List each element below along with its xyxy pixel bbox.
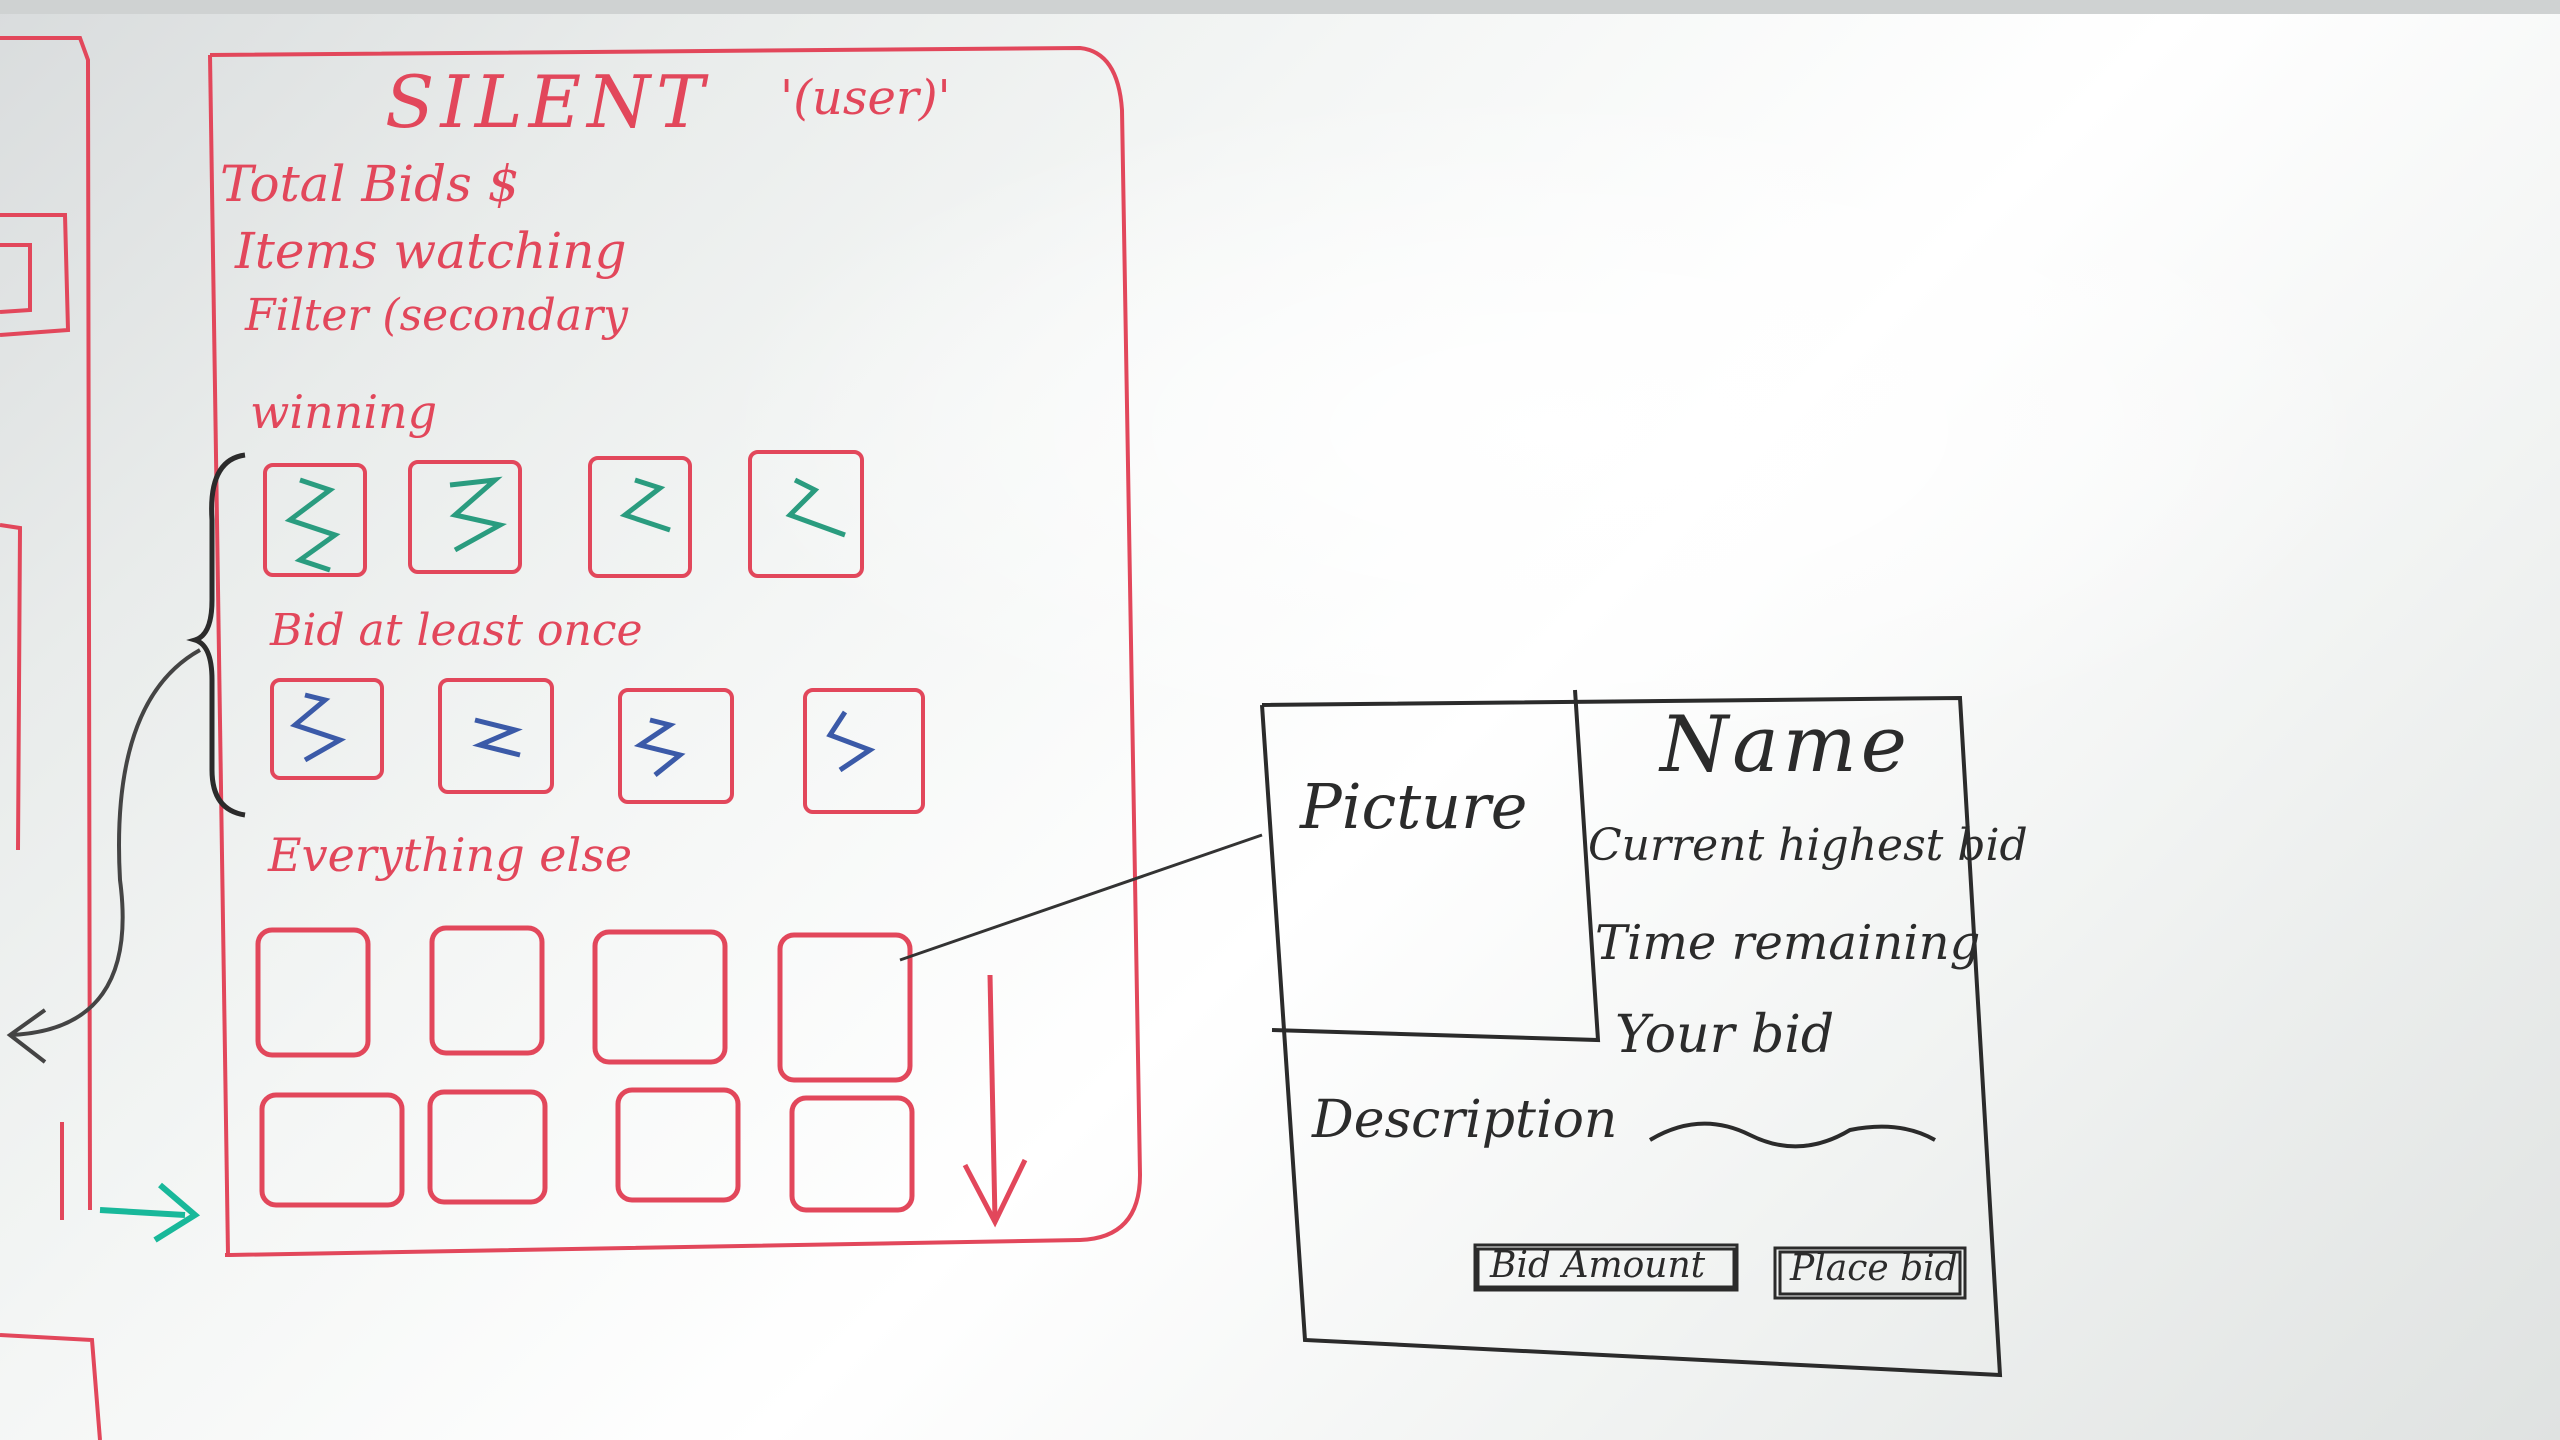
- left-frame-2: [0, 213, 71, 337]
- user-screen-left-edge: [208, 54, 230, 1256]
- item-detail-frame: [1260, 689, 2003, 1378]
- winning-squiggles: [284, 476, 846, 573]
- place-bid-inner: [1778, 1250, 1962, 1296]
- connector-line: [899, 833, 1263, 962]
- left-frame-1: [0, 36, 92, 1211]
- left-frame-4: [0, 523, 23, 851]
- current-highest-bid-label: Current highest bid: [1588, 820, 2028, 871]
- detail-card-outline: [1260, 695, 2003, 1378]
- bid-amount-outline: [1473, 1243, 1739, 1292]
- winning-tile-2: [408, 460, 522, 574]
- user-screen-frame: [209, 45, 1143, 1257]
- description-squiggle: [1648, 1121, 1936, 1149]
- squiggle-icon: [826, 710, 876, 773]
- squiggle-icon: [785, 477, 846, 538]
- screen-subtitle: '(user)': [780, 70, 951, 126]
- section-winning-label: winning: [250, 385, 438, 439]
- light-glare: [700, 80, 2400, 780]
- squiggle-icon: [449, 476, 507, 553]
- squiggle-icon: [289, 692, 347, 763]
- squiggle-icon: [472, 717, 523, 758]
- scroll-down-arrow-icon: [962, 974, 1028, 1228]
- bid-amount-inner: [1476, 1247, 1736, 1289]
- other-tile-1: [255, 927, 371, 1058]
- bid-once-tile-1: [270, 678, 384, 780]
- item-name-label: Name: [1660, 700, 1911, 790]
- section-everything-else-label: Everything else: [268, 828, 633, 882]
- green-arrow-icon: [99, 1182, 201, 1243]
- winning-tiles: [263, 450, 864, 578]
- squiggle-icon: [284, 477, 341, 573]
- left-edge-sketches: [0, 36, 102, 1440]
- picture-box-outline: [1271, 689, 1601, 1043]
- whiteboard-frame: [0, 0, 2560, 14]
- time-remaining-label: Time remaining: [1595, 915, 1981, 971]
- other-tile-7: [615, 1087, 741, 1203]
- other-tile-2: [429, 925, 545, 1056]
- other-tile-5: [259, 1092, 405, 1208]
- other-tile-3: [592, 929, 728, 1065]
- detail-buttons-outline: [1473, 1243, 1967, 1300]
- total-bids-label: Total Bids $: [220, 155, 520, 213]
- squiggle-icon: [633, 717, 686, 777]
- picture-label: Picture: [1300, 770, 1528, 843]
- your-bid-label: Your bid: [1615, 1005, 1835, 1065]
- bid-once-tile-3: [618, 688, 734, 804]
- curved-arrow-icon: [6, 648, 201, 1064]
- screen-title: SILENT: [385, 60, 711, 144]
- left-frame-3: [0, 243, 32, 314]
- place-bid-button[interactable]: Place bid: [1790, 1248, 1958, 1289]
- place-bid-outline: [1773, 1246, 1967, 1300]
- squiggle-icon: [619, 477, 671, 533]
- other-tile-4: [777, 932, 913, 1083]
- bid-once-tile-2: [438, 678, 554, 794]
- left-frame-5: [0, 1333, 102, 1440]
- winning-tile-3: [588, 456, 692, 578]
- bid-once-squiggles: [289, 692, 876, 777]
- winning-tile-1: [263, 463, 367, 577]
- other-tile-8: [789, 1095, 915, 1213]
- bid-once-tiles: [270, 678, 925, 814]
- section-bid-once-label: Bid at least once: [270, 605, 643, 656]
- bid-once-tile-4: [803, 688, 925, 814]
- bid-amount-input[interactable]: Bid Amount: [1490, 1245, 1706, 1286]
- filter-label: Filter (secondary: [245, 290, 628, 341]
- grouping-brace: [186, 452, 246, 818]
- everything-else-tiles: [255, 925, 915, 1213]
- description-label: Description: [1312, 1090, 1618, 1150]
- other-tile-6: [427, 1089, 548, 1205]
- items-watching-label: Items watching: [235, 222, 627, 280]
- winning-tile-4: [748, 450, 864, 578]
